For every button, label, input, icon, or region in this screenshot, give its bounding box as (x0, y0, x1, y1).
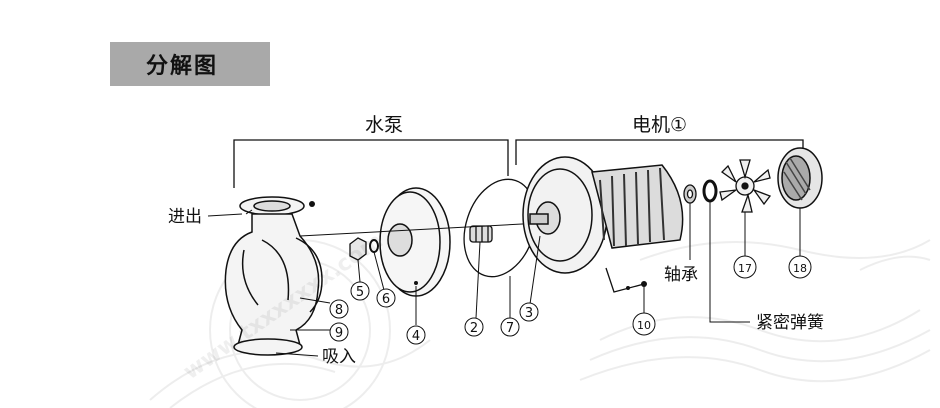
part-10-wire (605, 267, 645, 293)
motor-section-label: 电机① (632, 114, 687, 136)
part-17-label: 17 (738, 262, 752, 275)
part-10-label: 10 (637, 319, 651, 332)
pump-section-label: 水泵 (365, 114, 403, 136)
bearing-label: 轴承 (664, 265, 698, 285)
part-2-label: 2 (470, 321, 478, 336)
bearing-part (683, 184, 697, 204)
part-2-seal (469, 225, 493, 243)
shaft-axis (299, 221, 561, 237)
part-18-fan-cover (777, 147, 823, 209)
spring-washer (702, 179, 718, 203)
casing-bolt (309, 201, 315, 207)
part-3-label: 3 (525, 306, 533, 321)
pump-casing (224, 196, 323, 356)
part-3-flange (522, 156, 608, 274)
impeller-mark (414, 281, 418, 285)
part-6-label: 6 (382, 292, 390, 307)
part-5-nut (349, 237, 367, 261)
part-markers (329, 255, 812, 345)
wire-end (641, 281, 647, 287)
part-4-label: 4 (412, 329, 420, 344)
part-9-label: 9 (335, 326, 343, 341)
diagram-title-text: 分解图 (146, 54, 219, 79)
part-18-label: 18 (793, 262, 807, 275)
part-8-label: 8 (335, 303, 343, 318)
part-4-impeller (379, 187, 451, 297)
wire-clip (626, 286, 630, 290)
part-7-label: 7 (506, 321, 514, 336)
diagram-title: 分解图 (110, 42, 270, 86)
spring-label: 紧密弹簧 (756, 313, 824, 333)
motor-body (591, 164, 684, 249)
motor-bracket (515, 139, 804, 165)
leader-lines (207, 201, 801, 357)
pump-bracket (233, 139, 509, 188)
suction-label: 吸入 (322, 347, 356, 367)
part-5-label: 5 (356, 285, 364, 300)
inlet-outlet-label: 进出 (168, 207, 202, 227)
part-17-fan (719, 159, 772, 213)
